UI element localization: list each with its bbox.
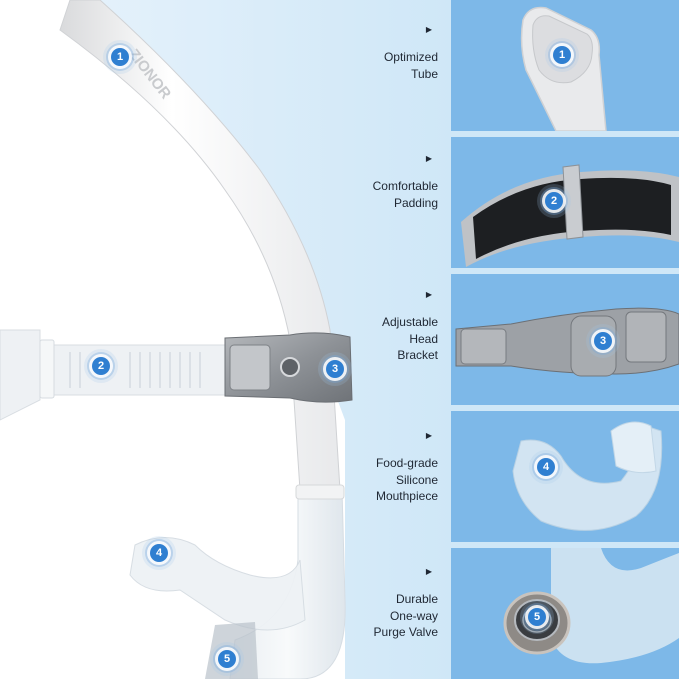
feature-badge-5: 5	[218, 650, 236, 668]
feature-badge-4: 4	[150, 544, 168, 562]
main-product-area: ZIONOR 1 2 3 4 5	[0, 0, 451, 679]
detail-badge-1: 1	[553, 46, 571, 64]
detail-panel-purge-valve: 5	[451, 548, 679, 679]
feature-badge-1: 1	[111, 48, 129, 66]
detail-badge-4: 4	[537, 458, 555, 476]
detail-panel-mouthpiece: 4	[451, 411, 679, 542]
detail-badge-3: 3	[594, 332, 612, 350]
feature-label-comfortable-padding: ▶ Comfortable Padding	[318, 154, 438, 211]
label-line: Comfortable	[372, 179, 438, 193]
label-line: Tube	[411, 66, 438, 81]
detail-badge-5: 5	[528, 608, 546, 626]
feature-badge-3: 3	[326, 360, 344, 378]
play-arrow-icon: ▶	[425, 290, 432, 299]
label-line: Head	[409, 331, 438, 346]
play-arrow-icon: ▶	[425, 154, 432, 163]
label-line: Purge Valve	[373, 625, 438, 639]
detail-panel-tube: 1	[451, 0, 679, 131]
feature-label-purge-valve: ▶ Durable One-way Purge Valve	[318, 567, 438, 641]
label-line: Mouthpiece	[375, 489, 438, 503]
label-line: Silicone	[395, 472, 438, 487]
detail-panel-bracket: 3	[451, 274, 679, 405]
label-line: Food-grade	[375, 456, 438, 470]
label-line: Adjustable	[381, 315, 438, 329]
label-line: One-way	[389, 608, 438, 623]
detail-panel-padding: 2	[451, 137, 679, 268]
feature-badge-2: 2	[92, 357, 110, 375]
feature-label-optimized-tube: ▶ Optimized Tube	[318, 25, 438, 82]
play-arrow-icon: ▶	[425, 431, 432, 440]
play-arrow-icon: ▶	[425, 567, 432, 576]
detail-panels: 1 2 3 4	[451, 0, 679, 679]
detail-badge-2: 2	[545, 192, 563, 210]
label-line: Padding	[393, 195, 438, 210]
label-line: Durable	[395, 592, 438, 606]
play-arrow-icon: ▶	[425, 25, 432, 34]
label-line: Optimized	[383, 50, 438, 64]
feature-label-food-grade-mouthpiece: ▶ Food-grade Silicone Mouthpiece	[318, 431, 438, 505]
feature-label-adjustable-head-bracket: ▶ Adjustable Head Bracket	[318, 290, 438, 364]
label-line: Bracket	[397, 348, 438, 362]
